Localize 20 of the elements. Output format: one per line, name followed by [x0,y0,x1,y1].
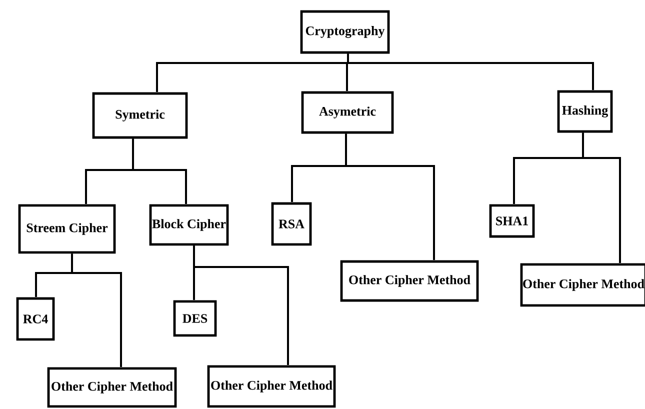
node-box: Block Cipher [149,204,229,246]
node-box: Hashing [557,90,613,133]
connector-line [71,254,122,367]
connector-line [193,246,289,365]
connector-line [582,132,621,263]
node-box: SHA1 [489,204,535,238]
connector-line [345,134,435,260]
node-box: Other Cipher Method [47,367,177,408]
node-box: Other Cipher Method [207,365,336,408]
connector-line [347,54,594,90]
node-box: Other Cipher Method [520,263,645,307]
node-box: Streem Cipher [18,204,116,254]
node-box: Cryptography [300,10,390,54]
node-box: RSA [271,202,312,246]
node-box: DES [173,300,217,337]
node-box: RC4 [16,297,55,341]
connector-line [132,138,187,204]
node-box: Symetric [92,92,188,139]
node-box: Other Cipher Method [340,260,479,302]
node-box: Asymetric [301,91,394,134]
